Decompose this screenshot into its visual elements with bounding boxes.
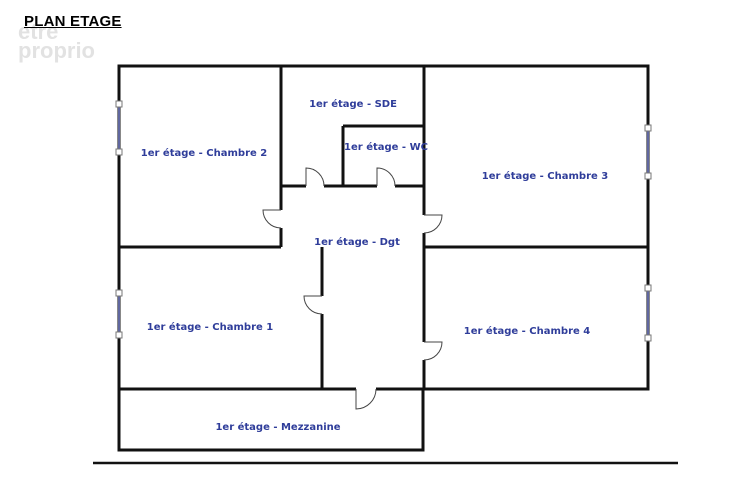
label-sde: 1er étage - SDE — [309, 98, 397, 110]
window-chambre1 — [115, 289, 123, 339]
room-labels: 1er étage - SDE 1er étage - WC 1er étage… — [141, 98, 608, 433]
outer-wall — [117, 64, 650, 391]
label-chambre2: 1er étage - Chambre 2 — [141, 147, 267, 159]
logo-line1: etre — [18, 19, 59, 44]
window-chambre3 — [644, 124, 652, 180]
label-mezzanine: 1er étage - Mezzanine — [215, 421, 340, 433]
doors — [262, 167, 443, 410]
window-chambre4 — [644, 284, 652, 342]
door-sde — [305, 167, 325, 187]
mezzanine-wall — [117, 387, 425, 452]
label-wc: 1er étage - WC — [344, 141, 428, 153]
watermark-logo: etre proprio — [18, 19, 95, 63]
windows — [115, 100, 652, 342]
door-chambre2 — [262, 209, 282, 229]
logo-line2: proprio — [18, 38, 95, 63]
label-chambre4: 1er étage - Chambre 4 — [464, 325, 590, 337]
label-chambre1: 1er étage - Chambre 1 — [147, 321, 273, 333]
walls — [117, 64, 650, 452]
page-title: PLAN ETAGE — [24, 13, 122, 30]
door-chambre4 — [423, 341, 443, 361]
door-mezzanine — [355, 388, 377, 410]
window-chambre2 — [115, 100, 123, 156]
door-wc — [376, 167, 396, 187]
door-chambre1 — [303, 295, 323, 315]
label-chambre3: 1er étage - Chambre 3 — [482, 170, 608, 182]
label-dgt: 1er étage - Dgt — [314, 236, 400, 248]
door-chambre3 — [423, 214, 443, 234]
